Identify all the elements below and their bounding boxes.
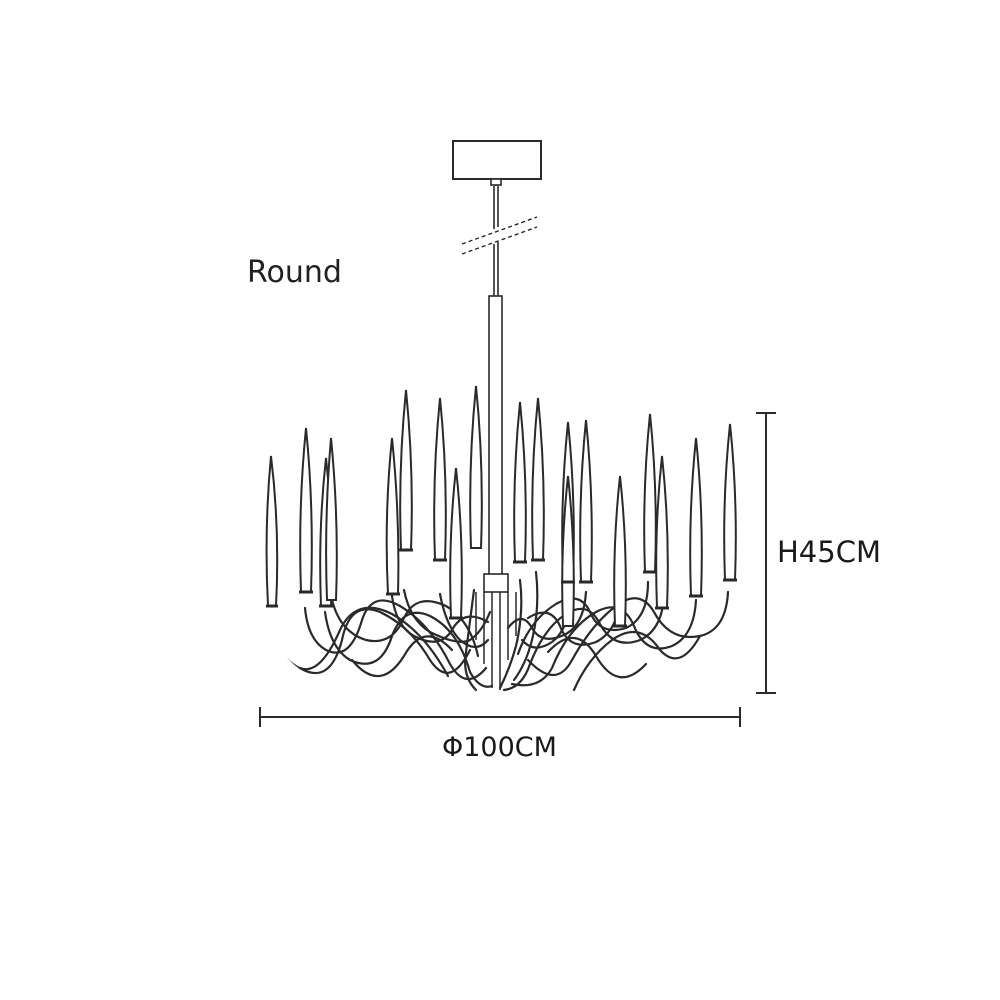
rod-break-marks: [461, 216, 538, 255]
lower-rod: [483, 295, 509, 593]
central-hub: [475, 592, 517, 690]
suspension-rod: [490, 178, 502, 296]
height-label: H45CM: [777, 535, 881, 569]
shade-collars: [266, 548, 737, 628]
ceiling-canopy: [452, 140, 542, 180]
diameter-label: Φ100CM: [442, 732, 557, 763]
diameter-dimension-line: [259, 707, 741, 727]
height-dimension-line: [756, 412, 776, 694]
variant-label: Round: [247, 255, 342, 290]
